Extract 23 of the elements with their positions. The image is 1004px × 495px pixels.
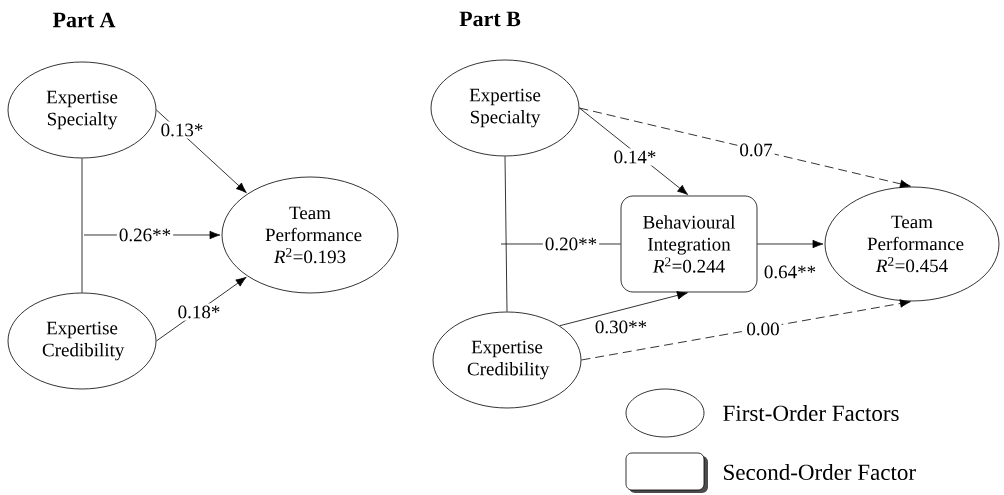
arrow [757,239,824,249]
edge-label: 0.64** [761,263,819,281]
legend-entry: Second-Order Factor [625,452,916,493]
edge-label: 0.26** [116,226,174,244]
edge-label: 0.14* [611,148,659,166]
panel-heading: Part A [52,12,116,28]
connector-line [504,156,508,312]
edge-label: 0.20** [542,235,600,253]
panel-heading: Part B [459,11,521,27]
connector-line [81,158,83,293]
arrow [156,276,247,342]
factor-box: Behavioural Integration R$^{2}$=0.244 [620,195,758,293]
arrow [156,109,247,193]
arrow [559,291,688,327]
arrow [579,107,689,195]
edge-label: 0.18* [175,303,223,321]
edge-label: 0.30** [592,318,650,336]
dashed-arrow [581,299,911,361]
edge-label: 0.13* [158,121,206,139]
edge-label: 0.00 [744,320,782,338]
edge-label: 0.07 [737,141,775,159]
dashed-arrow [579,107,911,189]
legend-entry: First-Order Factors [625,388,899,438]
